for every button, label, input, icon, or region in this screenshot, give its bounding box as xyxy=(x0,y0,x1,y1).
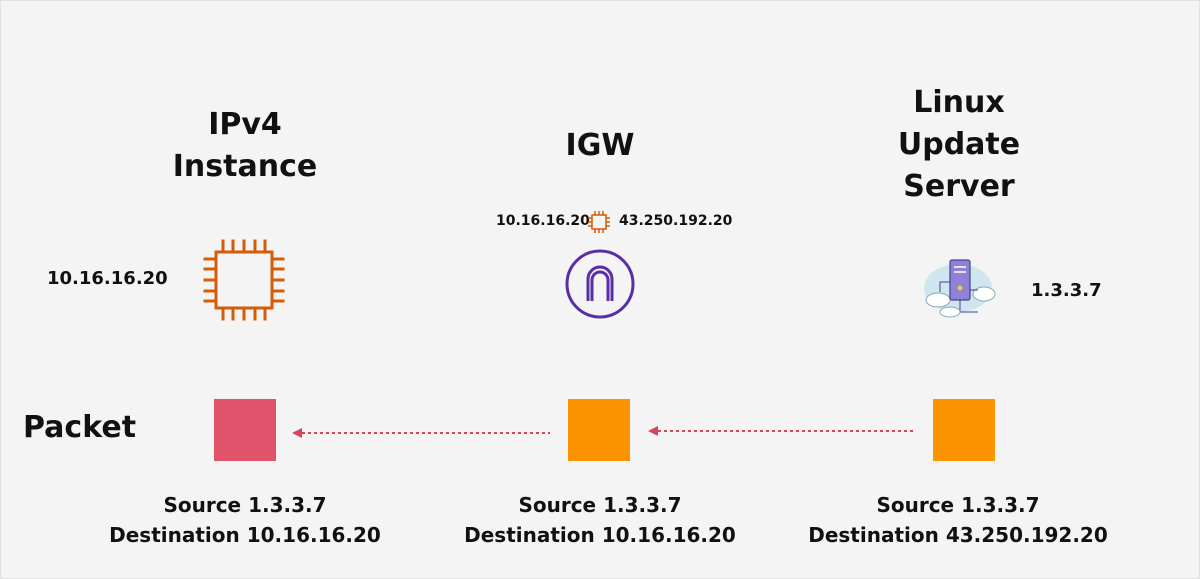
instance-ip: 10.16.16.20 xyxy=(47,268,168,289)
packet-at-instance xyxy=(214,399,276,461)
server-packet-caption: Source 1.3.3.7 Destination 43.250.192.20 xyxy=(788,490,1128,550)
igw-packet-caption: Source 1.3.3.7 Destination 10.16.16.20 xyxy=(430,490,770,550)
igw-public-ip: 43.250.192.20 xyxy=(619,213,733,229)
igw-packet-source: Source 1.3.3.7 xyxy=(518,493,682,517)
instance-packet-source: Source 1.3.3.7 xyxy=(163,493,327,517)
packet-at-server xyxy=(933,399,995,461)
igw-private-ip: 10.16.16.20 xyxy=(496,213,590,229)
instance-packet-destination: Destination 10.16.16.20 xyxy=(109,523,381,547)
instance-packet-caption: Source 1.3.3.7 Destination 10.16.16.20 xyxy=(75,490,415,550)
packet-at-igw xyxy=(568,399,630,461)
server-ip: 1.3.3.7 xyxy=(1031,280,1102,301)
server-title: Linux Update Server xyxy=(897,85,1021,204)
arrow-server-to-igw xyxy=(648,426,914,436)
arrow-igw-to-instance xyxy=(292,428,550,438)
igw-packet-destination: Destination 10.16.16.20 xyxy=(464,523,736,547)
server-cloud-icon xyxy=(924,259,996,318)
server-packet-destination: Destination 43.250.192.20 xyxy=(808,523,1108,547)
server-packet-source: Source 1.3.3.7 xyxy=(876,493,1040,517)
chip-icon xyxy=(203,239,285,321)
packet-label: Packet xyxy=(23,410,137,445)
internet-gateway-icon xyxy=(565,249,635,319)
igw-title: IGW xyxy=(565,128,635,163)
small-chip-icon xyxy=(588,211,610,233)
instance-title: IPv4 Instance xyxy=(172,107,318,184)
